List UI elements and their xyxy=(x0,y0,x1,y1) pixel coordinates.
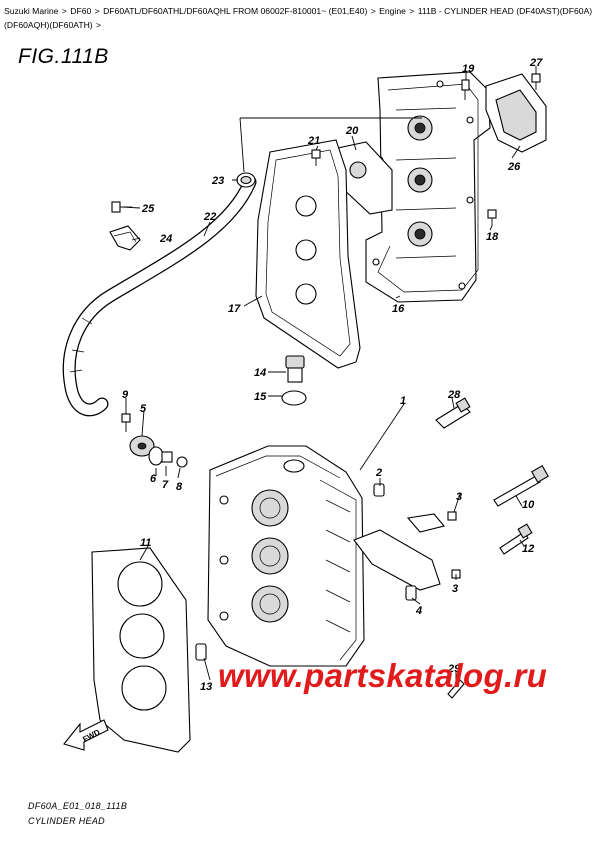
bracket-3b[interactable] xyxy=(353,529,461,591)
plug-7[interactable] xyxy=(161,451,173,463)
hose-clip-23[interactable] xyxy=(236,172,256,188)
breadcrumb-item-suzuki-marine[interactable]: Suzuki Marine xyxy=(4,6,59,16)
thermostat-cover[interactable] xyxy=(129,435,155,457)
bracket-3a[interactable] xyxy=(406,511,457,533)
spark-plug[interactable] xyxy=(435,397,471,429)
callout-24[interactable]: 24 xyxy=(159,233,172,245)
fwd-arrow-icon: FWD xyxy=(63,719,109,751)
clamp-24[interactable] xyxy=(109,225,141,251)
bolt-12[interactable] xyxy=(499,523,533,555)
breather-plate[interactable] xyxy=(337,141,393,215)
callout-25[interactable]: 25 xyxy=(141,203,155,215)
breadcrumb-separator: > xyxy=(61,6,67,16)
breadcrumb-item-engine[interactable]: Engine xyxy=(379,6,406,16)
bolt-27[interactable] xyxy=(531,73,541,90)
callout-3b[interactable]: 3 xyxy=(452,583,458,595)
callout-22[interactable]: 22 xyxy=(203,211,216,223)
callout-1[interactable]: 1 xyxy=(400,395,406,407)
bolt-18[interactable] xyxy=(487,209,497,226)
callout-28[interactable]: 28 xyxy=(447,389,461,401)
callout-20[interactable]: 20 xyxy=(345,125,359,137)
watermark-text: www.partskatalog.ru xyxy=(218,657,548,694)
breadcrumb-separator: > xyxy=(96,20,102,30)
cover-plate[interactable] xyxy=(485,73,547,153)
callout-15[interactable]: 15 xyxy=(254,391,267,403)
callout-21[interactable]: 21 xyxy=(307,135,320,147)
cylinder-head[interactable] xyxy=(207,445,365,667)
callout-3[interactable]: 3 xyxy=(456,491,462,503)
dowel-pin-13[interactable] xyxy=(195,643,207,661)
breadcrumb-separator: > xyxy=(94,6,100,16)
figure-code: DF60A_E01_018_111B xyxy=(28,801,128,811)
breadcrumb: Suzuki Marine > DF60 > DF60ATL/DF60ATHL/… xyxy=(4,4,594,32)
breadcrumb-item-model[interactable]: DF60ATL/DF60ATHL/DF60AQHL FROM 06002F-81… xyxy=(103,6,368,16)
callout-4[interactable]: 4 xyxy=(415,605,422,617)
washer-8[interactable] xyxy=(176,456,188,468)
callout-6[interactable]: 6 xyxy=(150,473,157,485)
figure-title: FIG.111B xyxy=(18,45,109,68)
o-ring-6[interactable] xyxy=(148,446,164,466)
bolt-19[interactable] xyxy=(461,79,470,100)
callout-14[interactable]: 14 xyxy=(254,367,266,379)
callout-9[interactable]: 9 xyxy=(122,389,129,401)
head-cover-gasket[interactable] xyxy=(255,139,361,369)
breadcrumb-item-cylinder-head[interactable]: 111B - CYLINDER HEAD (DF40AST)(DF60A)(DF… xyxy=(4,6,593,30)
figure-name: CYLINDER HEAD xyxy=(28,816,105,826)
callout-5[interactable]: 5 xyxy=(140,403,147,415)
bolt-10[interactable] xyxy=(493,465,549,507)
cylinder-head-cover[interactable] xyxy=(365,71,491,303)
dowel-pin-4[interactable] xyxy=(405,585,417,601)
callout-23[interactable]: 23 xyxy=(211,175,224,187)
callout-2[interactable]: 2 xyxy=(375,467,382,479)
callout-29[interactable]: 29 xyxy=(447,663,461,675)
callout-11[interactable]: 11 xyxy=(140,537,151,549)
dowel-pin-2[interactable] xyxy=(373,483,385,497)
breadcrumb-separator: > xyxy=(409,6,415,16)
callout-labels: 27 19 21 20 26 23 25 22 24 18 16 17 14 1… xyxy=(122,57,543,693)
head-gasket[interactable] xyxy=(91,547,191,753)
callout-16[interactable]: 16 xyxy=(392,303,405,315)
callout-13[interactable]: 13 xyxy=(200,681,212,693)
callout-7[interactable]: 7 xyxy=(162,479,169,491)
callout-12[interactable]: 12 xyxy=(522,543,534,555)
o-ring-15[interactable] xyxy=(281,390,307,406)
callout-19[interactable]: 19 xyxy=(462,63,475,75)
leader-lines xyxy=(121,66,537,684)
breadcrumb-item-df60[interactable]: DF60 xyxy=(70,6,92,16)
callout-8[interactable]: 8 xyxy=(176,481,183,493)
oil-filler-cap[interactable] xyxy=(285,355,305,383)
callout-27[interactable]: 27 xyxy=(529,57,543,69)
callout-17[interactable]: 17 xyxy=(228,303,241,315)
callout-26[interactable]: 26 xyxy=(507,161,521,173)
bolt-9[interactable] xyxy=(121,413,131,432)
stud-29[interactable] xyxy=(447,679,465,699)
callout-18[interactable]: 18 xyxy=(486,231,499,243)
callout-10[interactable]: 10 xyxy=(522,499,535,511)
breadcrumb-separator: > xyxy=(370,6,376,16)
breather-hose[interactable] xyxy=(62,175,257,417)
